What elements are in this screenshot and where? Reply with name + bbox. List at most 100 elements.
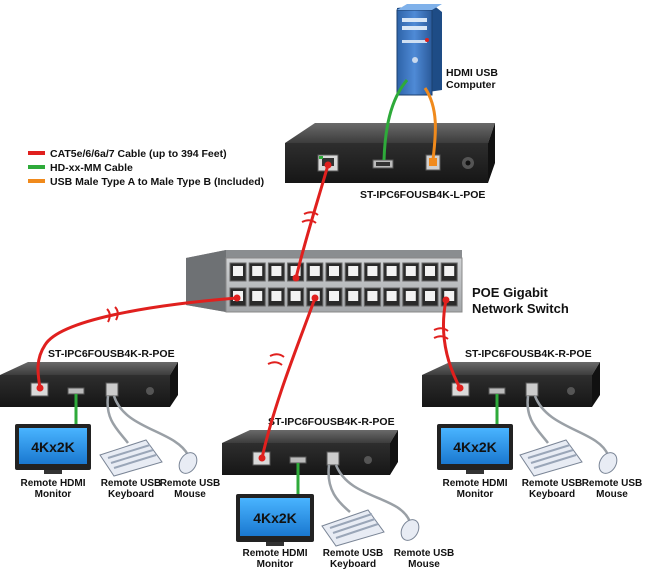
mouse-label-line2: Mouse xyxy=(174,489,206,500)
cable-endpoint xyxy=(311,294,319,302)
cable-endpoint xyxy=(292,274,300,282)
switch-port-opening xyxy=(367,291,378,301)
keyboard-label-line2: Keyboard xyxy=(529,489,575,500)
cat-cable-switch-to-remote-2 xyxy=(260,297,317,459)
legend-label-cat-cable: CAT5e/6/6a/7 Cable (up to 394 Feet) xyxy=(50,148,227,160)
cat-cable-switch-to-remote-1 xyxy=(36,296,238,389)
monitor-icon: 4Kx2K xyxy=(236,494,314,546)
keyboard-icon xyxy=(99,439,163,477)
switch-port-opening xyxy=(290,266,301,276)
local-unit-model: ST-IPC6FOUSB4K-L-POE xyxy=(360,189,485,201)
cable-endpoint xyxy=(324,161,332,169)
switch-port-opening xyxy=(348,291,359,301)
mouse-label-line1: Remote USB xyxy=(394,548,455,559)
monitor-label-line2: Monitor xyxy=(35,489,72,500)
power-jack-icon xyxy=(462,157,474,169)
usb-cable-mouse xyxy=(112,395,190,456)
cable-break-mark xyxy=(301,211,319,224)
switch-port-opening xyxy=(271,266,282,276)
remote-unit-3: ST-IPC6FOUSB4K-R-POE 4Kx2K Remote HDMI M… xyxy=(422,348,642,500)
usb-cable-computer xyxy=(423,87,437,161)
switch-port-opening xyxy=(329,291,339,301)
cable-break-mark xyxy=(106,306,119,323)
monitor-screen-text: 4Kx2K xyxy=(253,510,297,526)
remote-unit-2: ST-IPC6FOUSB4K-R-POE 4Kx2K Remote HDMI M… xyxy=(222,416,454,570)
monitor-label-line2: Monitor xyxy=(257,559,294,570)
cable-endpoint xyxy=(456,384,464,392)
switch-label-line1: POE Gigabit xyxy=(472,285,549,300)
usb-cable-keyboard xyxy=(106,395,129,444)
usb-port-icon xyxy=(326,451,340,466)
monitor-label-line2: Monitor xyxy=(457,489,494,500)
remote-unit-model: ST-IPC6FOUSB4K-R-POE xyxy=(268,416,395,428)
switch-port-opening xyxy=(444,266,455,276)
usb-cable-mouse xyxy=(533,395,610,456)
switch-port-opening xyxy=(386,291,397,301)
network-switch xyxy=(186,250,463,313)
mouse-icon xyxy=(598,452,618,474)
legend-label-usb-cable: USB Male Type A to Male Type B (Included… xyxy=(50,176,264,188)
switch-port-row-top xyxy=(229,262,458,282)
legend-label-hdmi-cable: HD-xx-MM Cable xyxy=(50,162,133,174)
cat-cable-switch-to-remote-3 xyxy=(442,299,462,389)
keyboard-label-line2: Keyboard xyxy=(330,559,376,570)
switch-port-opening xyxy=(367,266,378,276)
mouse-icon xyxy=(178,452,198,474)
switch-port-opening xyxy=(290,291,301,301)
power-jack-icon xyxy=(364,456,372,464)
remote-unit-model: ST-IPC6FOUSB4K-R-POE xyxy=(465,348,592,360)
legend: CAT5e/6/6a/7 Cable (up to 394 Feet) HD-x… xyxy=(28,148,264,188)
cable-endpoint xyxy=(442,296,450,304)
monitor-label-line1: Remote HDMI xyxy=(442,478,507,489)
switch-port-opening xyxy=(405,266,416,276)
remote-unit-1: ST-IPC6FOUSB4K-R-POE 4Kx2K Remote HDMI M… xyxy=(0,348,220,500)
usb-cable-keyboard xyxy=(526,395,549,444)
monitor-screen-text: 4Kx2K xyxy=(453,439,497,455)
mouse-icon xyxy=(400,519,420,541)
keyboard-label-line1: Remote USB xyxy=(101,478,162,489)
switch-port-opening xyxy=(252,266,263,276)
cable-break-mark xyxy=(267,353,285,366)
switch-port-opening xyxy=(405,291,416,301)
hdmi-port-icon xyxy=(67,387,85,395)
switch-port-opening xyxy=(329,266,339,276)
hdmi-port-icon xyxy=(289,456,307,464)
mouse-label-line1: Remote USB xyxy=(160,478,221,489)
usb-cable-mouse xyxy=(334,464,412,523)
monitor-icon: 4Kx2K xyxy=(437,424,513,474)
hdmi-port-icon xyxy=(488,387,506,395)
switch-port-opening xyxy=(348,266,359,276)
hdmi-port-icon xyxy=(372,159,394,169)
switch-port-opening xyxy=(425,266,435,276)
keyboard-icon xyxy=(321,509,385,547)
monitor-screen-text: 4Kx2K xyxy=(31,439,75,455)
keyboard-icon xyxy=(519,439,583,477)
keyboard-label-line1: Remote USB xyxy=(522,478,583,489)
power-jack-icon xyxy=(146,387,154,395)
usb-port-icon xyxy=(525,382,539,397)
cable-endpoint xyxy=(258,454,266,462)
switch-port-opening xyxy=(271,291,282,301)
computer-label-line2: Computer xyxy=(446,79,496,91)
hdmi-cable-computer xyxy=(382,79,409,161)
usb-port-icon xyxy=(105,382,119,397)
local-transmitter-box xyxy=(285,123,495,183)
keyboard-label-line2: Keyboard xyxy=(108,489,154,500)
computer-tower-icon xyxy=(396,4,442,96)
monitor-icon: 4Kx2K xyxy=(15,424,91,474)
switch-port-opening xyxy=(252,291,263,301)
mouse-label-line2: Mouse xyxy=(596,489,628,500)
remote-unit-model: ST-IPC6FOUSB4K-R-POE xyxy=(48,348,175,360)
power-jack-icon xyxy=(567,387,575,395)
switch-label-line2: Network Switch xyxy=(472,301,569,316)
switch-port-opening xyxy=(233,266,243,276)
switch-port-opening xyxy=(309,266,320,276)
cable-endpoint xyxy=(233,294,241,302)
monitor-label-line1: Remote HDMI xyxy=(242,548,307,559)
computer-label-line1: HDMI USB xyxy=(446,67,498,79)
mouse-label-line1: Remote USB xyxy=(582,478,643,489)
usb-cable-keyboard xyxy=(327,464,351,513)
keyboard-label-line1: Remote USB xyxy=(323,548,384,559)
